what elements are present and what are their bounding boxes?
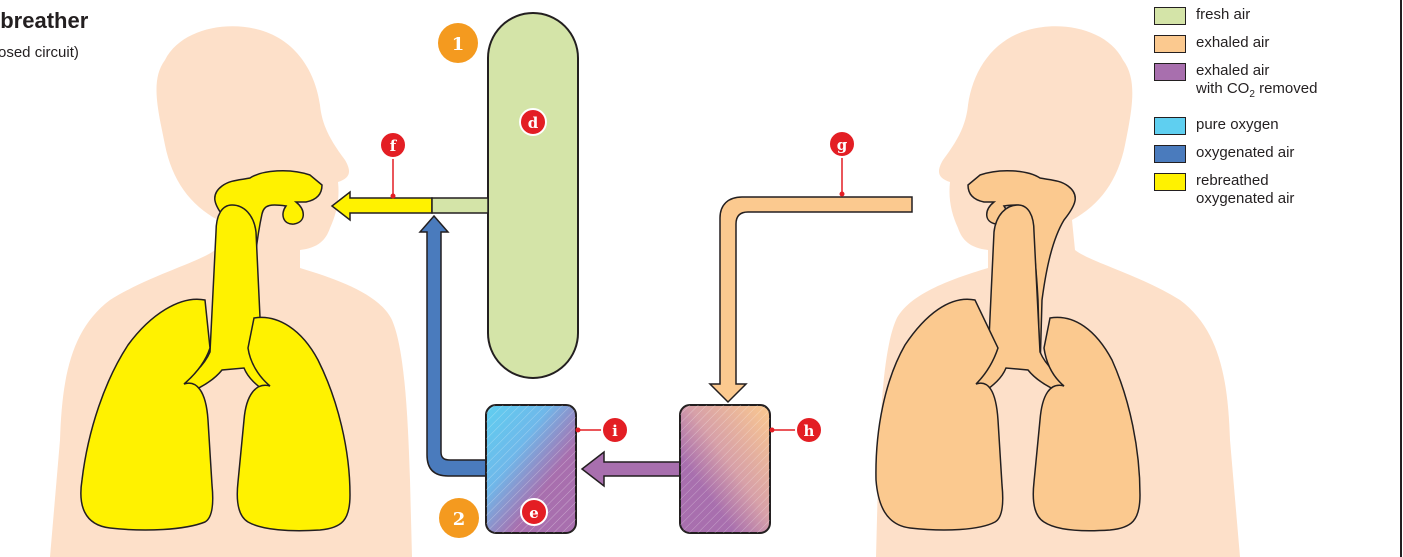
legend-swatch: [1154, 35, 1186, 53]
svg-text:2: 2: [453, 509, 466, 530]
svg-text:i: i: [612, 422, 618, 440]
frame-border: [1400, 0, 1402, 557]
legend-swatch: [1154, 145, 1186, 163]
rebreathed-arrow: [332, 192, 432, 220]
svg-text:1: 1: [452, 34, 465, 55]
legend-label: fresh air: [1196, 6, 1250, 24]
legend-swatch: [1154, 173, 1186, 191]
fresh-air-pipe: [432, 198, 488, 213]
legend-label: exhaled air: [1196, 34, 1269, 52]
badge-h: h: [796, 417, 822, 443]
legend-item-rebreathed: rebreathed oxygenated air: [1154, 172, 1394, 224]
badge-step-2: 2: [439, 498, 479, 538]
legend-label-co2: exhaled air with CO2 removed: [1196, 62, 1317, 104]
badge-g: g: [829, 131, 855, 157]
fresh-air-tank: [488, 13, 578, 378]
diagram-title: ebreather: [0, 8, 88, 34]
legend-label: rebreathed oxygenated air: [1196, 172, 1294, 208]
svg-text:d: d: [528, 114, 539, 132]
left-person: [50, 26, 412, 557]
exhaled-air-pipe: [710, 197, 912, 402]
badge-e: e: [521, 499, 547, 525]
badge-f: f: [380, 132, 406, 158]
svg-text:h: h: [804, 422, 815, 440]
legend-item-exhaled-air: exhaled air: [1154, 34, 1394, 60]
diagram-subtitle: osed circuit): [0, 44, 79, 61]
legend-swatch: [1154, 63, 1186, 81]
svg-text:e: e: [529, 504, 539, 522]
legend-label: oxygenated air: [1196, 144, 1294, 162]
badge-i: i: [602, 417, 628, 443]
legend-label: pure oxygen: [1196, 116, 1279, 134]
legend-swatch: [1154, 7, 1186, 25]
legend-item-co2-removed: exhaled air with CO2 removed: [1154, 62, 1394, 114]
oxygenated-air-pipe: [420, 216, 488, 476]
co2-removed-arrow: [582, 452, 680, 486]
legend-item-fresh-air: fresh air: [1154, 6, 1394, 32]
legend-swatch: [1154, 117, 1186, 135]
badge-d: d: [520, 109, 546, 135]
legend: fresh air exhaled air exhaled air with C…: [1154, 6, 1394, 226]
legend-item-pure-oxygen: pure oxygen: [1154, 116, 1394, 142]
svg-text:g: g: [837, 136, 848, 154]
legend-item-oxygenated-air: oxygenated air: [1154, 144, 1394, 170]
badge-step-1: 1: [438, 23, 478, 63]
